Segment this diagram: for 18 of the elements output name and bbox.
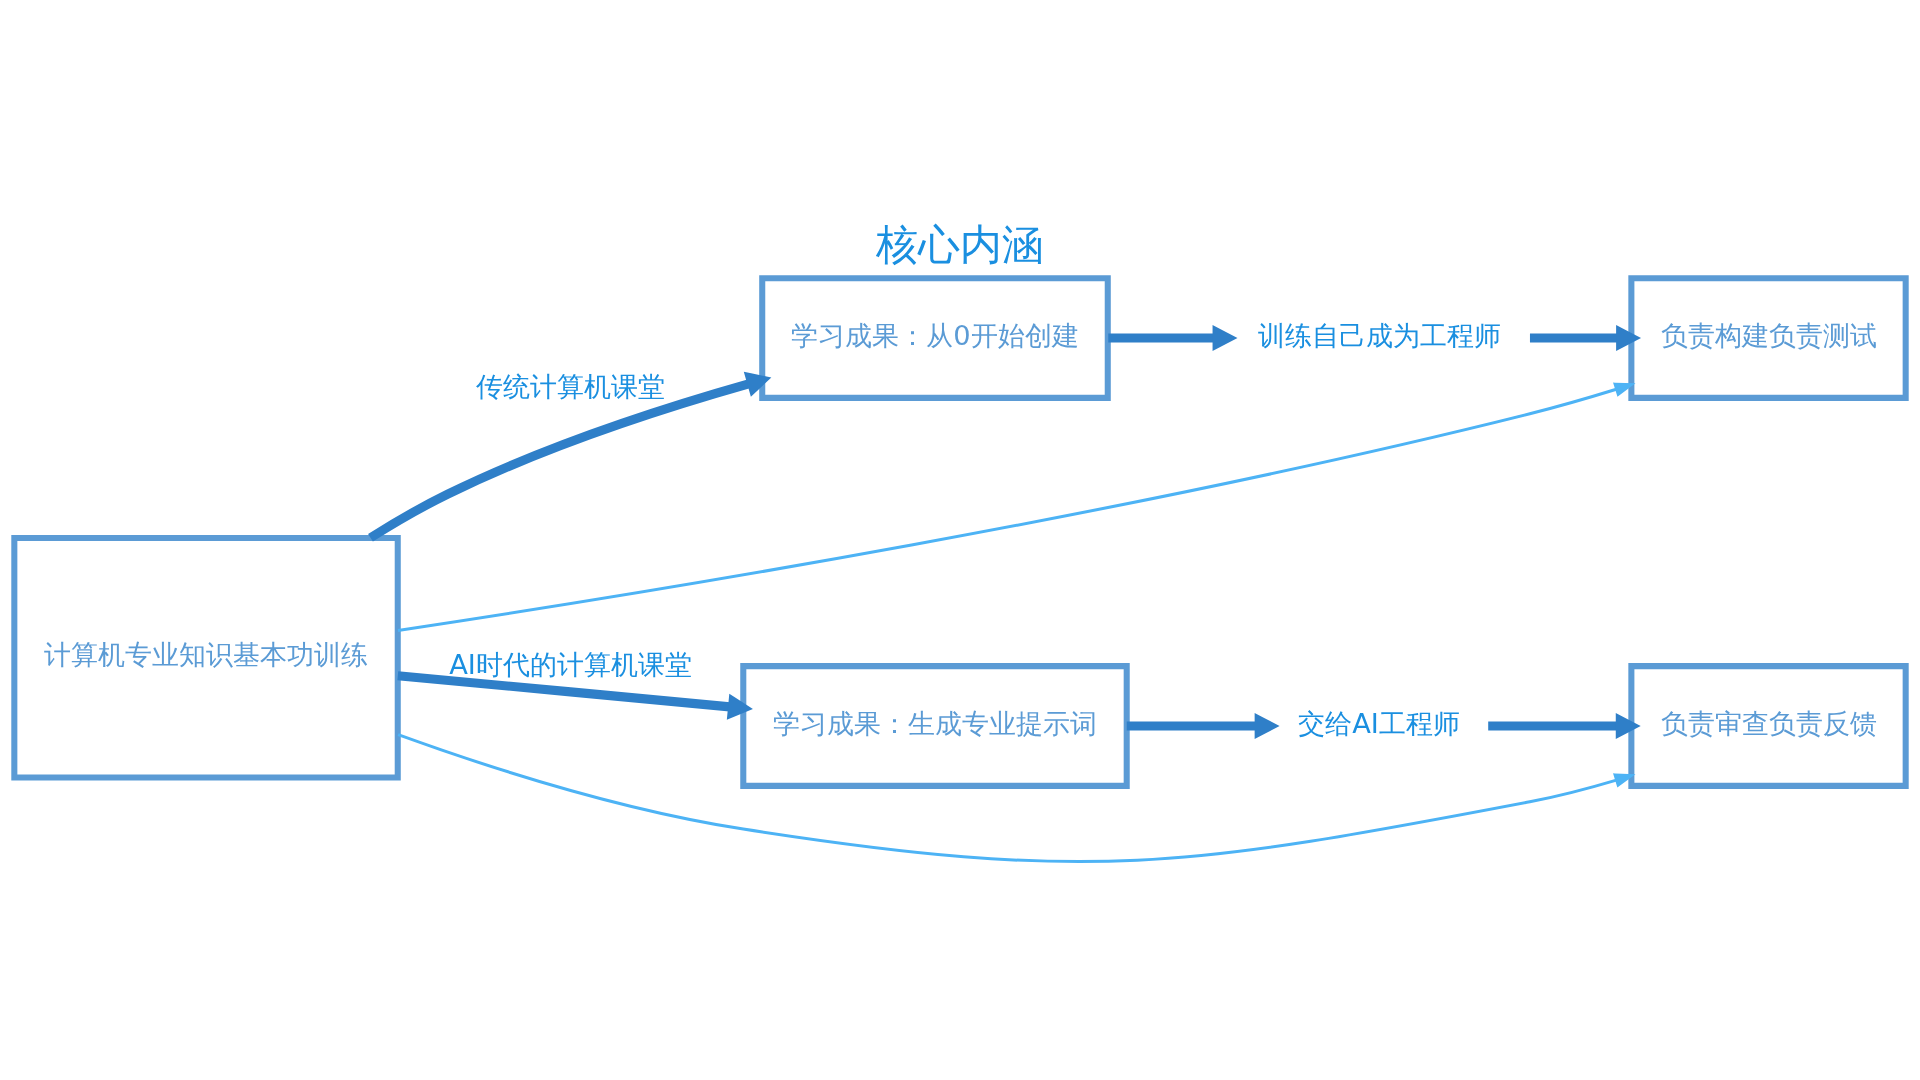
node-text: 交给AI工程师 xyxy=(1298,707,1460,739)
arrow xyxy=(1529,324,1642,351)
edge-label: AI时代的计算机课堂 xyxy=(449,648,692,680)
arrow xyxy=(1488,712,1641,739)
edge-label: 传统计算机课堂 xyxy=(476,370,666,402)
arrow xyxy=(397,382,1636,632)
node-box: 计算机专业知识基本功训练 xyxy=(11,534,401,781)
arrow xyxy=(1126,712,1280,739)
node-box: 学习成果：生成专业提示词 xyxy=(740,662,1130,789)
node-box: 负责构建负责测试 xyxy=(1628,274,1909,401)
arrow xyxy=(397,670,753,720)
node-text: 训练自己成为工程师 xyxy=(1257,319,1501,351)
node-box: 负责审查负责反馈 xyxy=(1628,662,1909,789)
arrow xyxy=(1108,324,1238,351)
arrow xyxy=(397,732,1636,863)
diagram-title: 核心内涵 xyxy=(876,219,1044,269)
arrow xyxy=(368,371,772,542)
node-box: 学习成果：从0开始创建 xyxy=(759,274,1111,401)
